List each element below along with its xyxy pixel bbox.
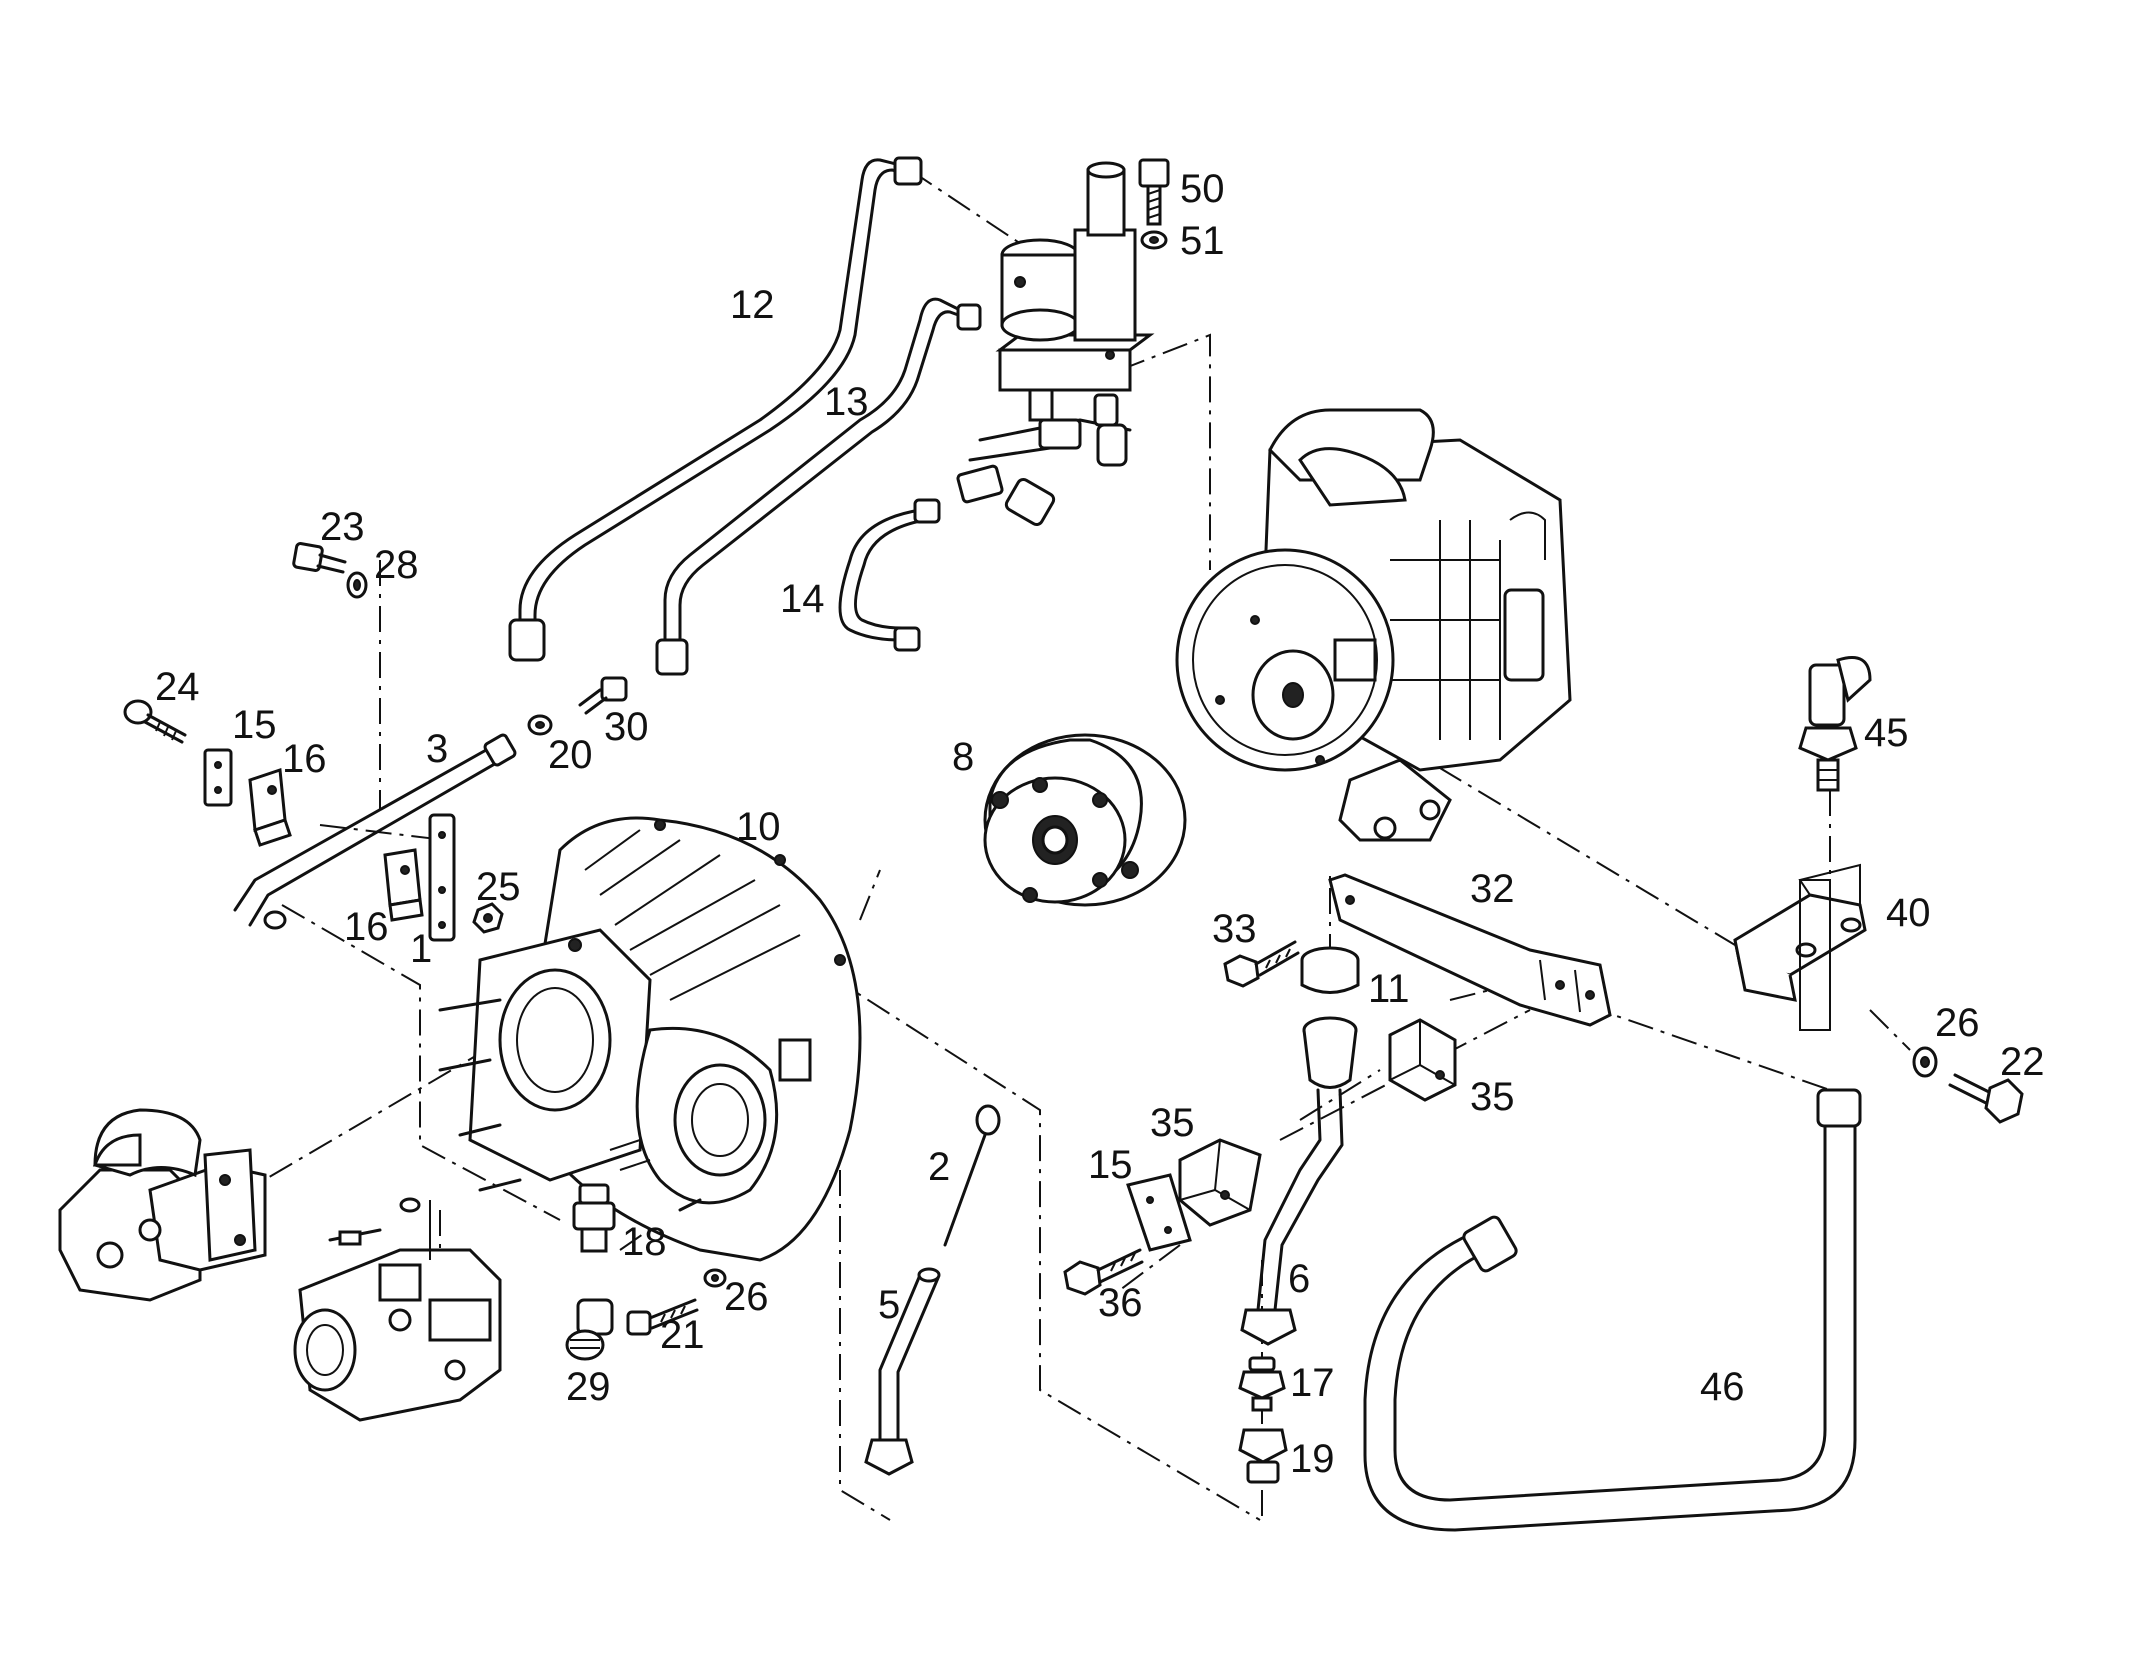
label-26-lower: 26 [724, 1275, 769, 1319]
nut-25 [472, 902, 504, 934]
bolt-50 [1138, 158, 1170, 226]
label-15-upper: 15 [232, 703, 277, 747]
label-32: 32 [1470, 867, 1515, 911]
label-23: 23 [320, 505, 365, 549]
rod-3 [233, 733, 517, 930]
bolt-21 [626, 1298, 699, 1336]
label-11: 11 [1368, 967, 1410, 1011]
label-16-lower: 16 [344, 905, 389, 949]
label-17: 17 [1290, 1361, 1335, 1405]
label-24: 24 [155, 665, 200, 709]
label-12: 12 [730, 283, 775, 327]
tube-5 [864, 1267, 941, 1476]
label-14: 14 [780, 577, 825, 621]
filler-neck-6 [1240, 1016, 1358, 1346]
block-35-right [1388, 1018, 1457, 1102]
plate-15-upper [203, 748, 233, 807]
label-28: 28 [374, 543, 419, 587]
hydraulic-pipe-12 [508, 156, 923, 662]
label-8: 8 [952, 735, 974, 779]
label-19: 19 [1290, 1437, 1335, 1481]
clamp-16-lower [383, 848, 424, 922]
transmission-housing-10 [438, 816, 862, 1262]
label-20: 20 [548, 733, 593, 777]
part-labels: 1 2 3 5 6 8 10 11 12 13 14 15 15 16 16 1… [155, 167, 2045, 1481]
washer-26-right [1912, 1046, 1938, 1078]
bolt-24 [123, 699, 187, 744]
hydraulic-pipe-13 [655, 297, 982, 676]
plate-1 [428, 813, 456, 942]
valve-assembly [956, 161, 1155, 527]
label-35-right: 35 [1470, 1075, 1515, 1119]
coupling-8 [983, 733, 1187, 907]
bolt-33 [1223, 940, 1300, 988]
label-2: 2 [928, 1145, 950, 1189]
label-25: 25 [476, 865, 521, 909]
label-13: 13 [824, 380, 869, 424]
bolt-23 [292, 542, 347, 574]
fitting-19 [1238, 1428, 1288, 1484]
label-21: 21 [660, 1313, 705, 1357]
label-5: 5 [878, 1283, 900, 1327]
label-45: 45 [1864, 711, 1909, 755]
hydraulic-motor [58, 1108, 267, 1302]
label-51: 51 [1180, 219, 1225, 263]
label-40: 40 [1886, 891, 1931, 935]
hose-46 [1363, 1088, 1862, 1532]
hose-14 [838, 498, 941, 652]
rubber-cap-11 [1300, 946, 1360, 994]
label-15-lower: 15 [1088, 1143, 1133, 1187]
clamp-16-upper [248, 767, 292, 847]
label-1: 1 [410, 927, 432, 971]
bracket-40 [1733, 863, 1867, 1031]
label-3: 3 [426, 727, 448, 771]
washer-51 [1140, 230, 1168, 250]
fitting-18 [572, 1183, 616, 1253]
label-36: 36 [1098, 1281, 1143, 1325]
label-6: 6 [1288, 1257, 1310, 1301]
washer-20 [527, 714, 553, 736]
bolt-22 [1948, 1073, 2024, 1124]
fitting-29 [565, 1298, 614, 1361]
label-22: 22 [2000, 1040, 2045, 1084]
dipstick-2 [943, 1104, 1001, 1247]
engine-block [1175, 408, 1572, 842]
label-46: 46 [1700, 1365, 1745, 1409]
fitting-17 [1238, 1356, 1286, 1412]
washer-26-lower [703, 1268, 727, 1288]
pressure-switch-45 [1798, 656, 1872, 792]
label-33: 33 [1212, 907, 1257, 951]
label-50: 50 [1180, 167, 1225, 211]
label-30: 30 [604, 705, 649, 749]
label-16-upper: 16 [282, 737, 327, 781]
label-26-right: 26 [1935, 1001, 1980, 1045]
bracket-32 [1328, 873, 1612, 1027]
block-35-lower [1178, 1138, 1262, 1227]
label-35-lower: 35 [1150, 1101, 1195, 1145]
bolt-30 [578, 676, 628, 715]
hydraulic-pump [293, 1197, 502, 1422]
bolt-36 [1063, 1248, 1144, 1296]
washer-28 [346, 571, 368, 599]
label-10: 10 [736, 805, 781, 849]
label-29: 29 [566, 1365, 611, 1409]
label-18: 18 [622, 1220, 667, 1264]
plate-15-lower [1126, 1173, 1192, 1252]
